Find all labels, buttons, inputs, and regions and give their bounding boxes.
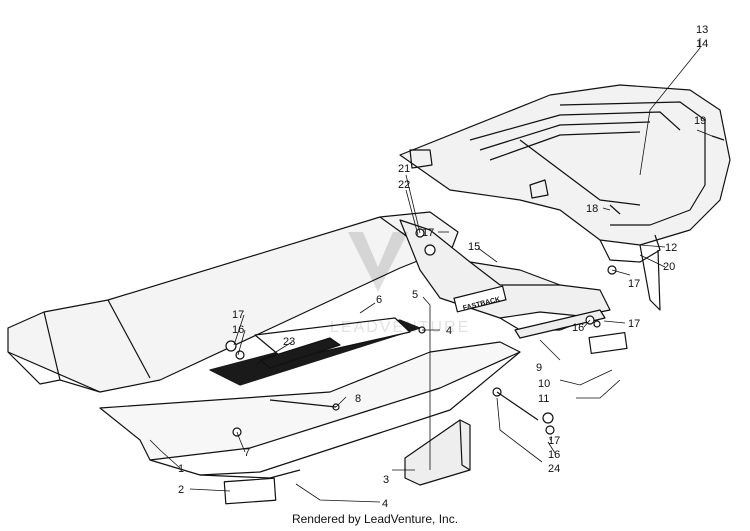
watermark-text: LEADVENTURE	[330, 319, 470, 336]
bracket-3	[404, 419, 471, 486]
callout-1: 1	[178, 463, 184, 475]
callout-17-c: 17	[628, 318, 640, 330]
callout-13: 13	[696, 24, 708, 36]
callout-19: 19	[694, 115, 706, 127]
callout-17-a: 17	[422, 227, 434, 239]
credit-footer: Rendered by LeadVenture, Inc.	[291, 512, 459, 526]
callout-4-a: 4	[446, 325, 452, 337]
callout-16-b: 16	[232, 324, 244, 336]
callout-16-a: 16	[572, 322, 584, 334]
plate-2	[223, 477, 277, 505]
tunnel-panel	[7, 211, 459, 393]
callout-3: 3	[383, 474, 389, 486]
callout-17-e: 17	[548, 435, 560, 447]
callout-18: 18	[586, 203, 598, 215]
lower-panel	[99, 341, 521, 479]
callout-12: 12	[665, 242, 677, 254]
leader-lines	[149, 38, 713, 503]
callout-11: 11	[538, 393, 549, 405]
callout-10: 10	[538, 378, 550, 390]
callout-2: 2	[178, 484, 184, 496]
callout-20: 20	[663, 261, 675, 273]
callout-9: 9	[536, 362, 542, 374]
plate-10	[588, 331, 628, 355]
fastback-decal	[209, 285, 507, 386]
callout-8: 8	[355, 393, 361, 405]
callout-5: 5	[412, 289, 418, 301]
bolts	[269, 135, 725, 421]
callout-21: 21	[398, 163, 410, 175]
callout-17-d: 17	[232, 309, 244, 321]
callout-14: 14	[696, 38, 708, 50]
callout-15: 15	[468, 241, 480, 253]
callout-7: 7	[244, 447, 250, 459]
callout-labels: 13 14 19 21 22 18 17 15 12 20 17 16 17 5…	[178, 24, 708, 510]
callout-4-b: 4	[382, 498, 388, 510]
callout-24: 24	[548, 463, 560, 475]
callout-16-c: 16	[548, 449, 560, 461]
bar-9	[514, 309, 606, 339]
callout-17-b: 17	[628, 278, 640, 290]
callout-22: 22	[398, 179, 410, 191]
callout-23: 23	[283, 336, 295, 348]
leadventure-watermark-logo	[348, 232, 408, 292]
callout-6: 6	[376, 294, 382, 306]
